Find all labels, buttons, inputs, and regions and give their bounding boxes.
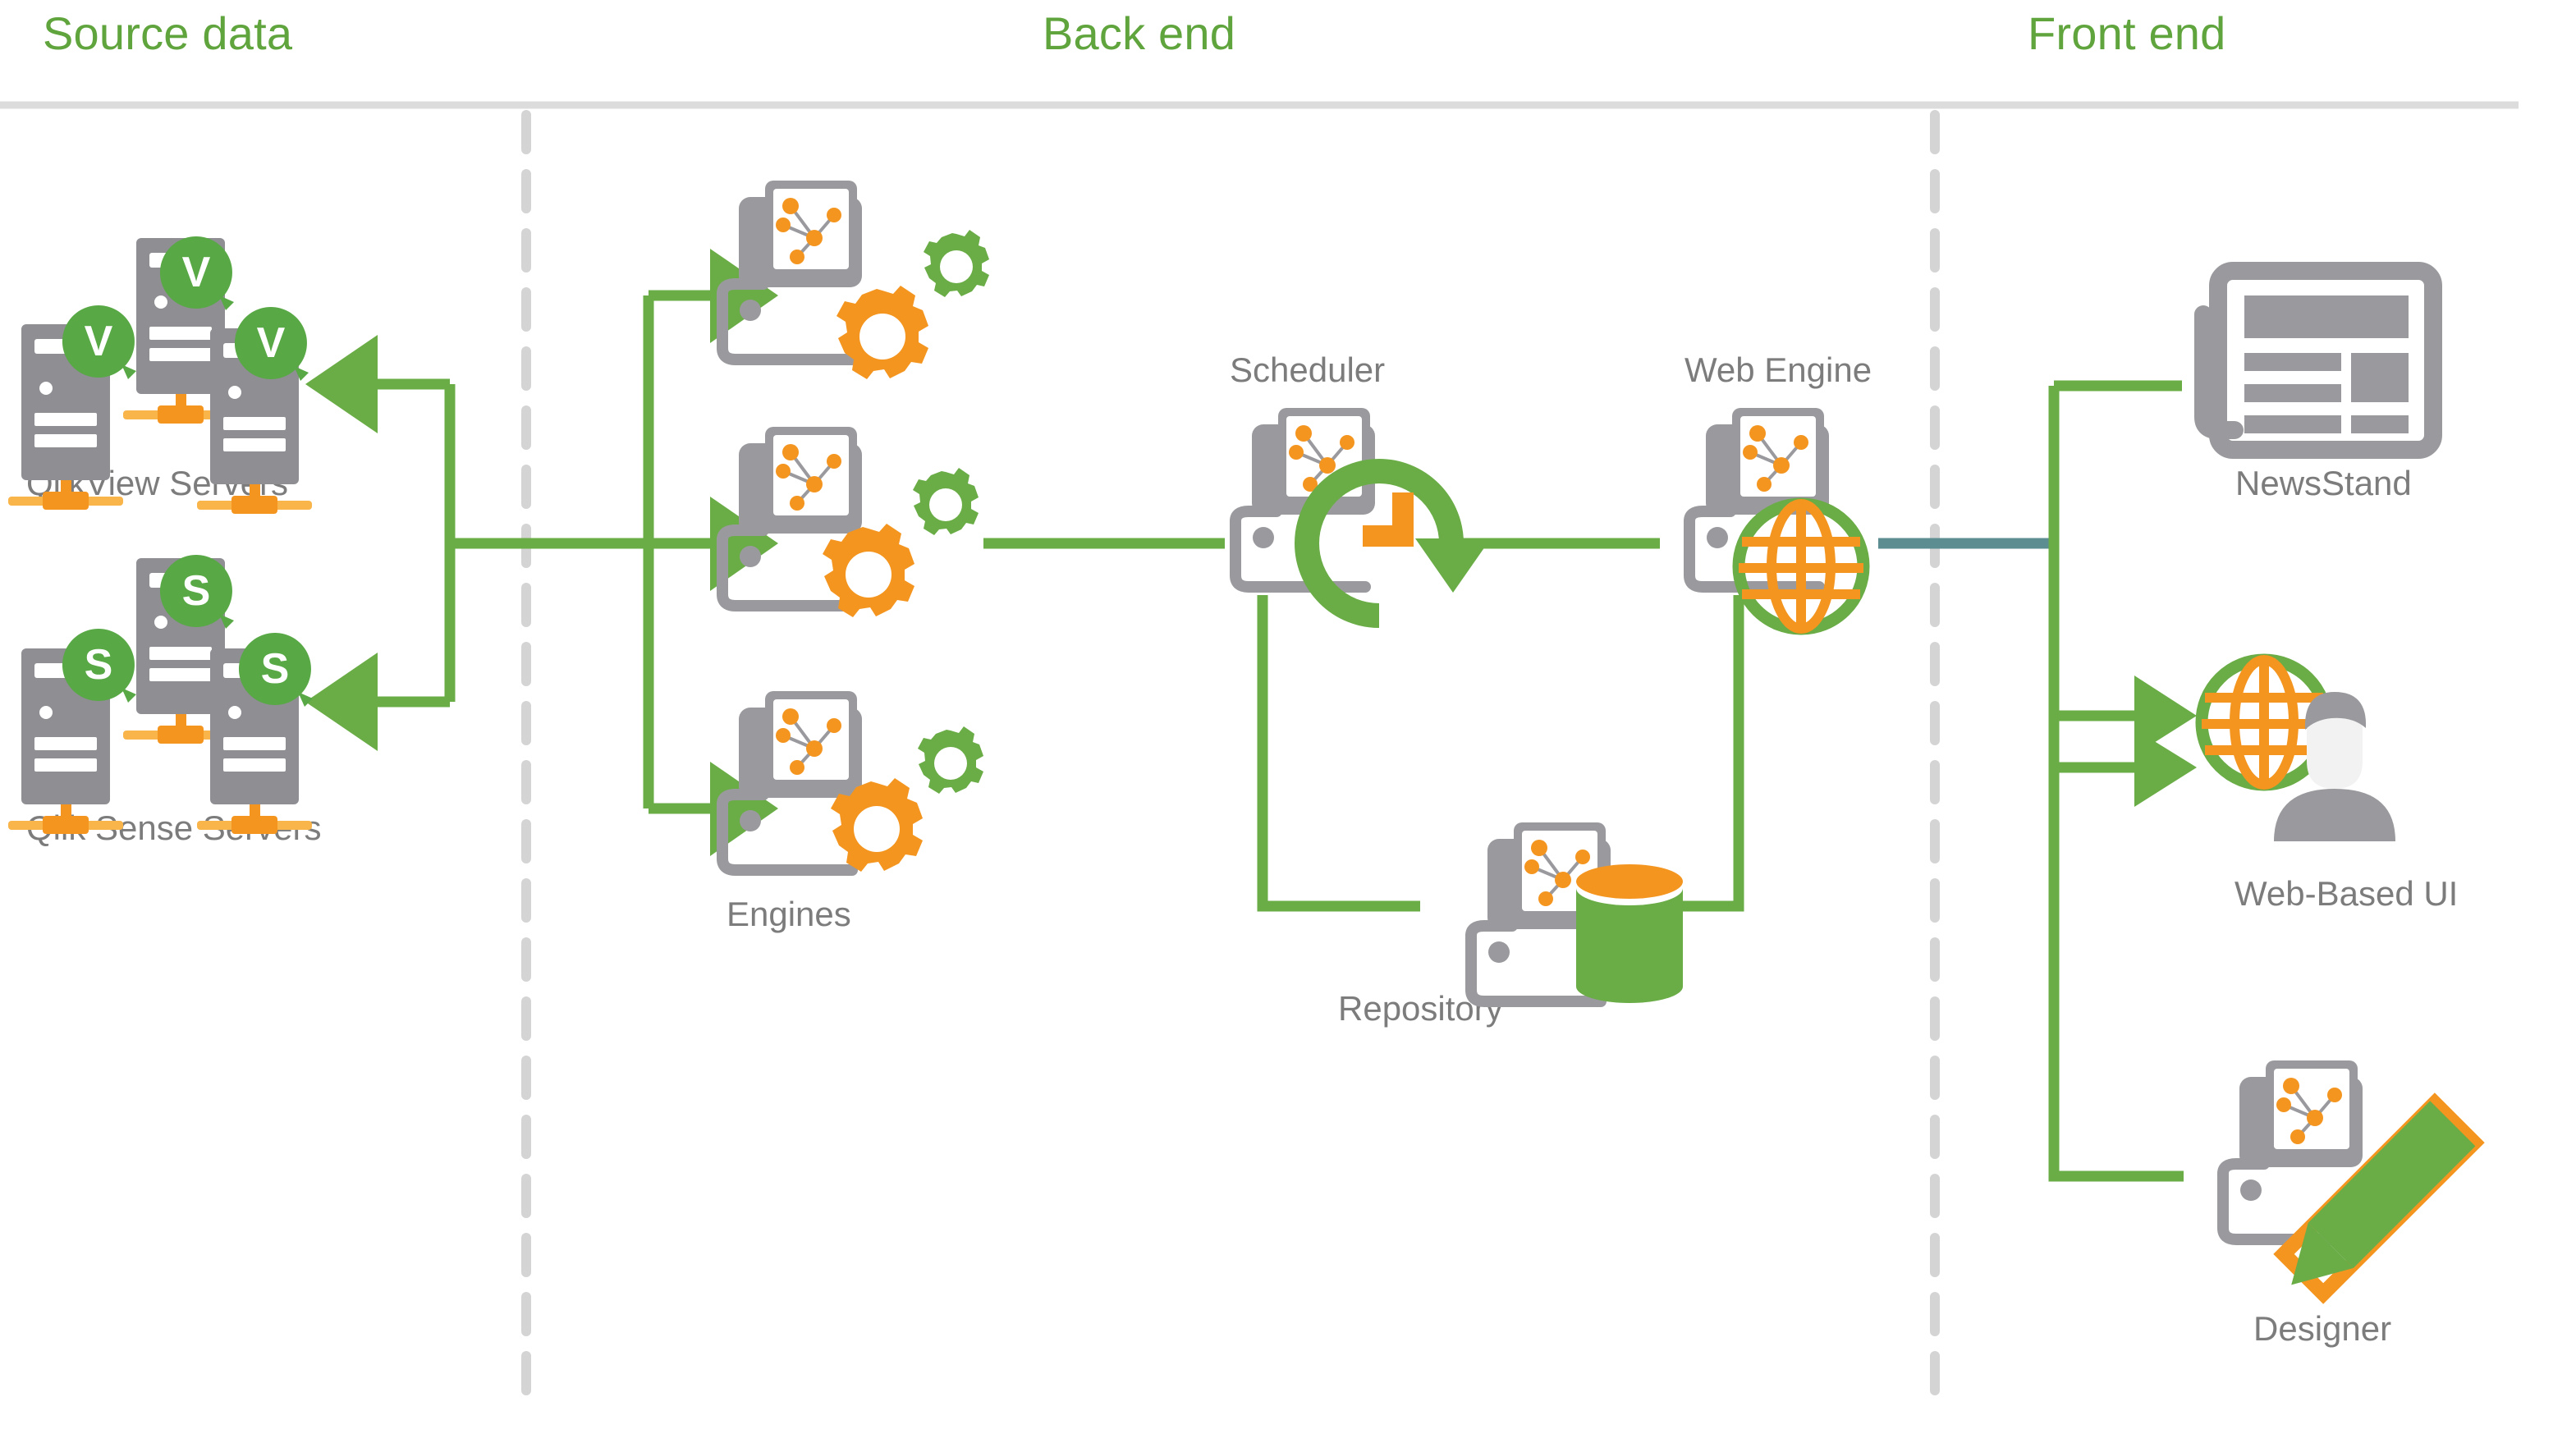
connector-to-designer [2048,767,2184,1182]
badge-label-qliksense-3: S [261,645,290,693]
ruler-pencil-icon [2223,1060,2485,1304]
badge-label-qlikview-2: V [182,249,211,296]
badge-label-qlikview: V [85,318,113,365]
arrowhead-to-web-based-ui-b [2134,729,2197,807]
column-header-front-end: Front end [2028,7,2226,59]
column-header-source-data: Source data [43,7,293,59]
repository-database-icon [1471,822,1683,1003]
connector-webengine-to-repository [1671,595,1744,912]
column-header-back-end: Back end [1043,7,1236,59]
node-label-engines: Engines [727,895,851,933]
scheduler-clock-icon [1235,408,1491,628]
node-label-web-based-ui: Web-Based UI [2235,874,2459,913]
node-label-designer: Designer [2253,1309,2392,1348]
globe-user-icon [2195,653,2395,841]
badge-label-qliksense: S [85,641,113,689]
web-engine-globe-icon [1689,408,1870,635]
engine-gears-icon-2 [722,427,979,617]
engine-gears-icon-3 [722,691,983,872]
newspaper-icon [2194,262,2442,459]
connector-scheduler-to-repository [1257,595,1420,912]
arrowhead-to-qlikview [305,335,378,433]
badge-label-qliksense-2: S [182,567,211,615]
badge-label-qlikview-3: V [257,319,286,367]
engine-gears-icon-1 [722,181,989,379]
node-label-newsstand: NewsStand [2235,464,2412,502]
arrowhead-to-qliksense [305,653,378,751]
server-stack-s-icon: S S S [8,555,313,834]
node-label-web-engine: Web Engine [1684,350,1872,389]
node-label-scheduler: Scheduler [1230,350,1386,389]
server-stack-v-icon: V V V [8,236,312,514]
arrowhead-to-web-based-ui-a [2134,676,2197,755]
